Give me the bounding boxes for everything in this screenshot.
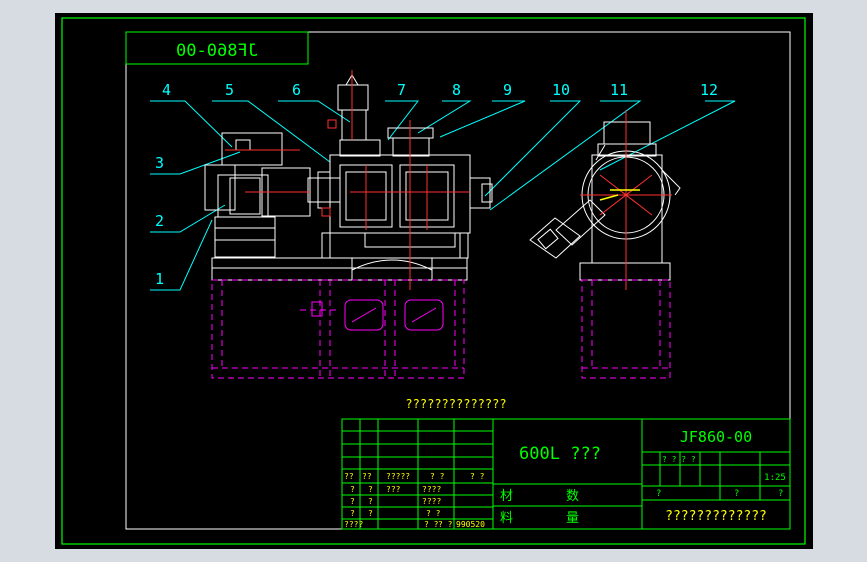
row3-col2: ? bbox=[368, 509, 373, 518]
callout-12: 12 bbox=[700, 81, 718, 99]
sheet-label-1: ? bbox=[656, 489, 661, 499]
scale-value: 1:25 bbox=[764, 473, 786, 483]
side-hidden-frame bbox=[581, 279, 671, 379]
callout-10: 10 bbox=[552, 81, 570, 99]
quantity-label-top: 数 bbox=[566, 489, 579, 504]
row1-col2: ? bbox=[368, 485, 373, 494]
outer-border bbox=[61, 17, 806, 545]
sheet-label-2: ? bbox=[734, 489, 739, 499]
front-hidden-frame bbox=[211, 279, 465, 379]
title-block-grid bbox=[341, 418, 791, 530]
row1-col4: ???? bbox=[422, 485, 441, 494]
rev-header-2: ?? bbox=[362, 472, 372, 481]
row1-col1: ? bbox=[350, 485, 355, 494]
callout-11: 11 bbox=[610, 81, 628, 99]
drawing-number: JF860-00 bbox=[680, 428, 752, 446]
product-name: 600L ??? bbox=[519, 444, 601, 464]
front-view bbox=[204, 74, 493, 281]
row4-col1: ???? bbox=[344, 520, 363, 529]
side-centerlines bbox=[580, 110, 672, 290]
callout-8: 8 bbox=[452, 81, 461, 99]
callout-numbers: 4 5 6 7 8 9 10 11 12 3 2 1 bbox=[155, 81, 718, 288]
mirrored-code-text: JF860-00 bbox=[176, 41, 258, 61]
front-centerlines bbox=[225, 70, 470, 290]
title-block-text: 600L ??? JF860-00 ? ? ? ? 1:25 ? ? ? ???… bbox=[500, 428, 786, 526]
row4-col2: ? ? bbox=[424, 520, 439, 529]
callout-7: 7 bbox=[397, 81, 406, 99]
mirrored-code-box: JF860-00 bbox=[125, 31, 309, 65]
callout-6: 6 bbox=[292, 81, 301, 99]
callout-4: 4 bbox=[162, 81, 171, 99]
company-name: ????????????? bbox=[665, 509, 767, 524]
material-label-bottom: 料 bbox=[500, 511, 513, 526]
rev-header-3: ????? bbox=[386, 472, 410, 481]
material-label-top: 材 bbox=[500, 489, 513, 504]
row1-col3: ??? bbox=[386, 485, 401, 494]
callout-3: 3 bbox=[155, 154, 164, 172]
callout-1: 1 bbox=[155, 270, 164, 288]
callout-5: 5 bbox=[225, 81, 234, 99]
revision-table-text: ?? ?? ????? ? ? ? ? ? ? ??? ???? ? ? ???… bbox=[344, 472, 485, 529]
row3-col4: ? ? bbox=[426, 509, 441, 518]
drawing-caption: ?????????????? bbox=[405, 397, 506, 411]
rev-header-4: ? ? bbox=[430, 472, 445, 481]
row2-col1: ? bbox=[350, 497, 355, 506]
row2-col2: ? bbox=[368, 497, 373, 506]
row2-col4: ???? bbox=[422, 497, 441, 506]
rev-header-1: ?? bbox=[344, 472, 354, 481]
front-discharge-valves bbox=[311, 299, 444, 331]
callout-9: 9 bbox=[503, 81, 512, 99]
sheet-label-3: ? bbox=[778, 489, 783, 499]
row4-col3: ? ? bbox=[438, 520, 453, 529]
side-view bbox=[529, 121, 681, 281]
scale-header: ? ? ? ? bbox=[662, 455, 696, 464]
quantity-label-bottom: 量 bbox=[566, 511, 579, 526]
callout-lines bbox=[150, 100, 736, 291]
drawing-sheet: JF860-00 4 5 6 7 8 9 10 11 12 3 2 1 bbox=[55, 13, 813, 549]
side-shaft-marks bbox=[599, 189, 640, 201]
row4-col4: 990520 bbox=[456, 520, 485, 529]
row3-col1: ? bbox=[350, 509, 355, 518]
callout-2: 2 bbox=[155, 212, 164, 230]
rev-header-5: ? ? bbox=[470, 472, 485, 481]
cad-drawing: JF860-00 4 5 6 7 8 9 10 11 12 3 2 1 bbox=[61, 17, 806, 545]
